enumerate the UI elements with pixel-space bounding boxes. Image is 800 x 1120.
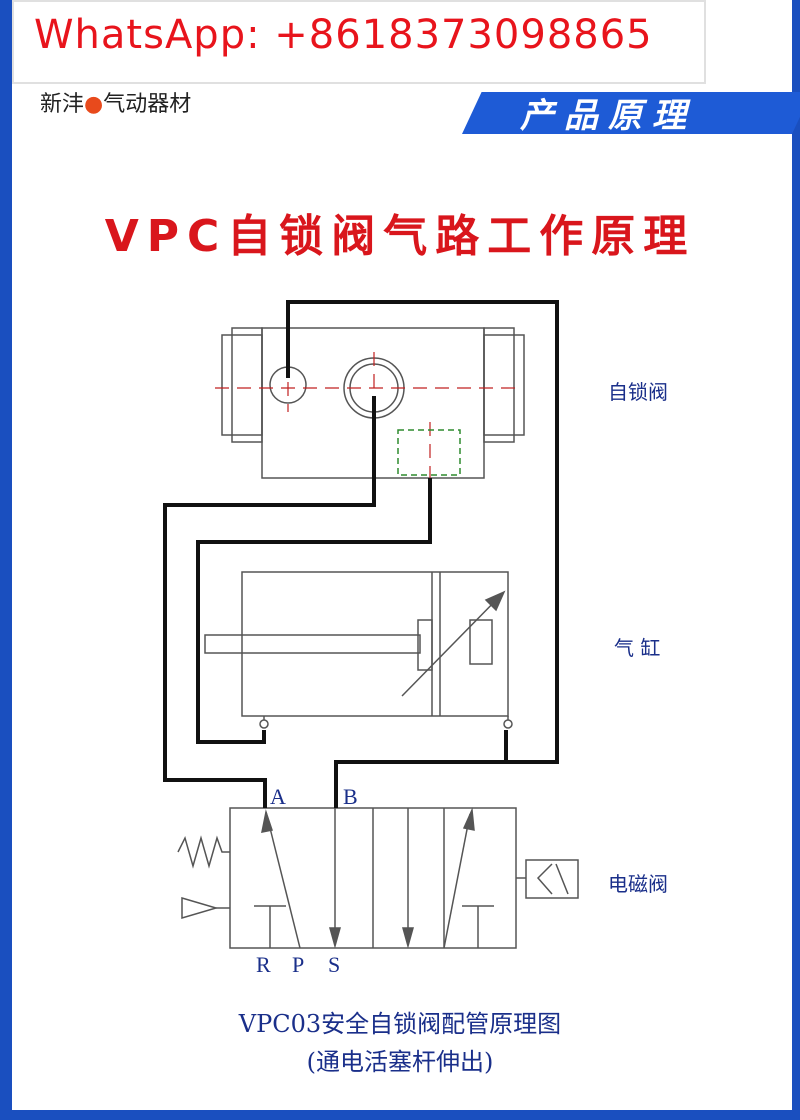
brand-dot-icon: ● — [84, 92, 104, 117]
brand-part2: 气动器材 — [103, 92, 192, 117]
caption-line1: VPC03安全自锁阀配管原理图 — [238, 1010, 562, 1038]
port-r-label: R — [256, 952, 271, 977]
port-p-label: P — [292, 952, 305, 977]
caption-line2: (通电活塞杆伸出) — [306, 1048, 494, 1076]
page-title: VPC自锁阀气路工作原理 — [104, 211, 696, 262]
banner-text: 产品原理 — [520, 96, 696, 136]
solenoid-label: 电磁阀 — [608, 872, 668, 896]
whatsapp-box: WhatsApp: +8618373098865 — [12, 0, 706, 84]
lock-valve-label: 自锁阀 — [608, 380, 668, 404]
centre-lines — [215, 352, 520, 478]
frame-right-border — [792, 0, 800, 1120]
cylinder-label: 气 缸 — [614, 636, 661, 660]
brand-name: 新沣●气动器材 — [40, 86, 191, 118]
port-s-label: S — [328, 952, 341, 977]
frame-left-border — [0, 0, 12, 1120]
cylinder-symbol — [204, 571, 513, 729]
solenoid-valve-symbol — [177, 807, 579, 949]
brand-part1: 新沣 — [40, 92, 85, 117]
whatsapp-text: WhatsApp: +8618373098865 — [34, 12, 653, 58]
port-a-label: A — [270, 784, 286, 809]
check-valve-box — [397, 429, 461, 476]
frame-bottom-border — [0, 1110, 800, 1120]
pipe-lines — [163, 300, 559, 808]
port-b-label: B — [343, 784, 358, 809]
